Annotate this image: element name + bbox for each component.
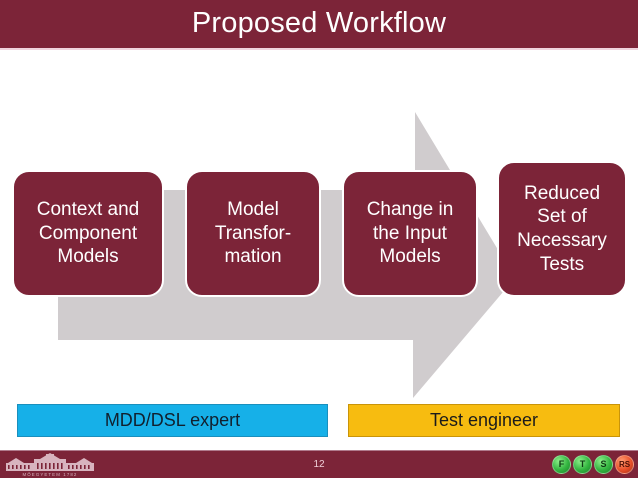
badge-t-icon[interactable]: T [573, 454, 592, 474]
stage-box-context-component-models[interactable]: Context and Component Models [12, 170, 164, 297]
stage-line: Models [379, 246, 441, 268]
stage-box-reduced-set-of-necessary-tests[interactable]: Reduced Set of Necessary Tests [497, 161, 627, 297]
stage-line: Component [38, 222, 138, 244]
badge-rs-icon[interactable]: RS [615, 454, 634, 474]
badge-label: RS [618, 459, 631, 469]
badge-label: F [558, 459, 565, 469]
stage-line: Context and [36, 199, 140, 221]
title-band [0, 0, 638, 48]
role-label: MDD/DSL expert [104, 410, 241, 430]
badge-s-icon[interactable]: S [594, 454, 613, 474]
badge-label: T [579, 459, 586, 469]
logo-caption: MŐEGYETEM 1782 [23, 472, 78, 477]
footer-badge-group: F T S RS [552, 453, 634, 475]
page-title: Proposed Workflow [191, 7, 447, 39]
stage-line: Set of [537, 206, 587, 228]
stage-line: the Input [373, 222, 447, 244]
stage-line: Tests [539, 253, 585, 275]
footer-bar [0, 451, 638, 478]
stage-line: Models [57, 246, 119, 268]
university-building-logo-icon: MŐEGYETEM 1782 [6, 453, 94, 477]
stage-line: Change in [366, 199, 454, 221]
badge-f-icon[interactable]: F [552, 454, 571, 474]
stage-line: Model [227, 199, 279, 221]
title-divider [0, 48, 638, 50]
badge-label: S [600, 459, 607, 469]
role-bar-mdd-dsl-expert[interactable]: MDD/DSL expert [17, 404, 328, 437]
stage-line: Transfor- [214, 222, 292, 244]
stage-box-change-in-input-models[interactable]: Change in the Input Models [342, 170, 478, 297]
role-label: Test engineer [429, 410, 539, 430]
role-bar-test-engineer[interactable]: Test engineer [348, 404, 620, 437]
stage-line: Necessary [517, 230, 607, 251]
stage-line: mation [224, 246, 282, 268]
footer-divider [0, 450, 638, 451]
stage-box-model-transformation[interactable]: Model Transfor- mation [185, 170, 321, 297]
stage-line: Reduced [523, 182, 601, 204]
page-number: 12 [313, 459, 325, 470]
